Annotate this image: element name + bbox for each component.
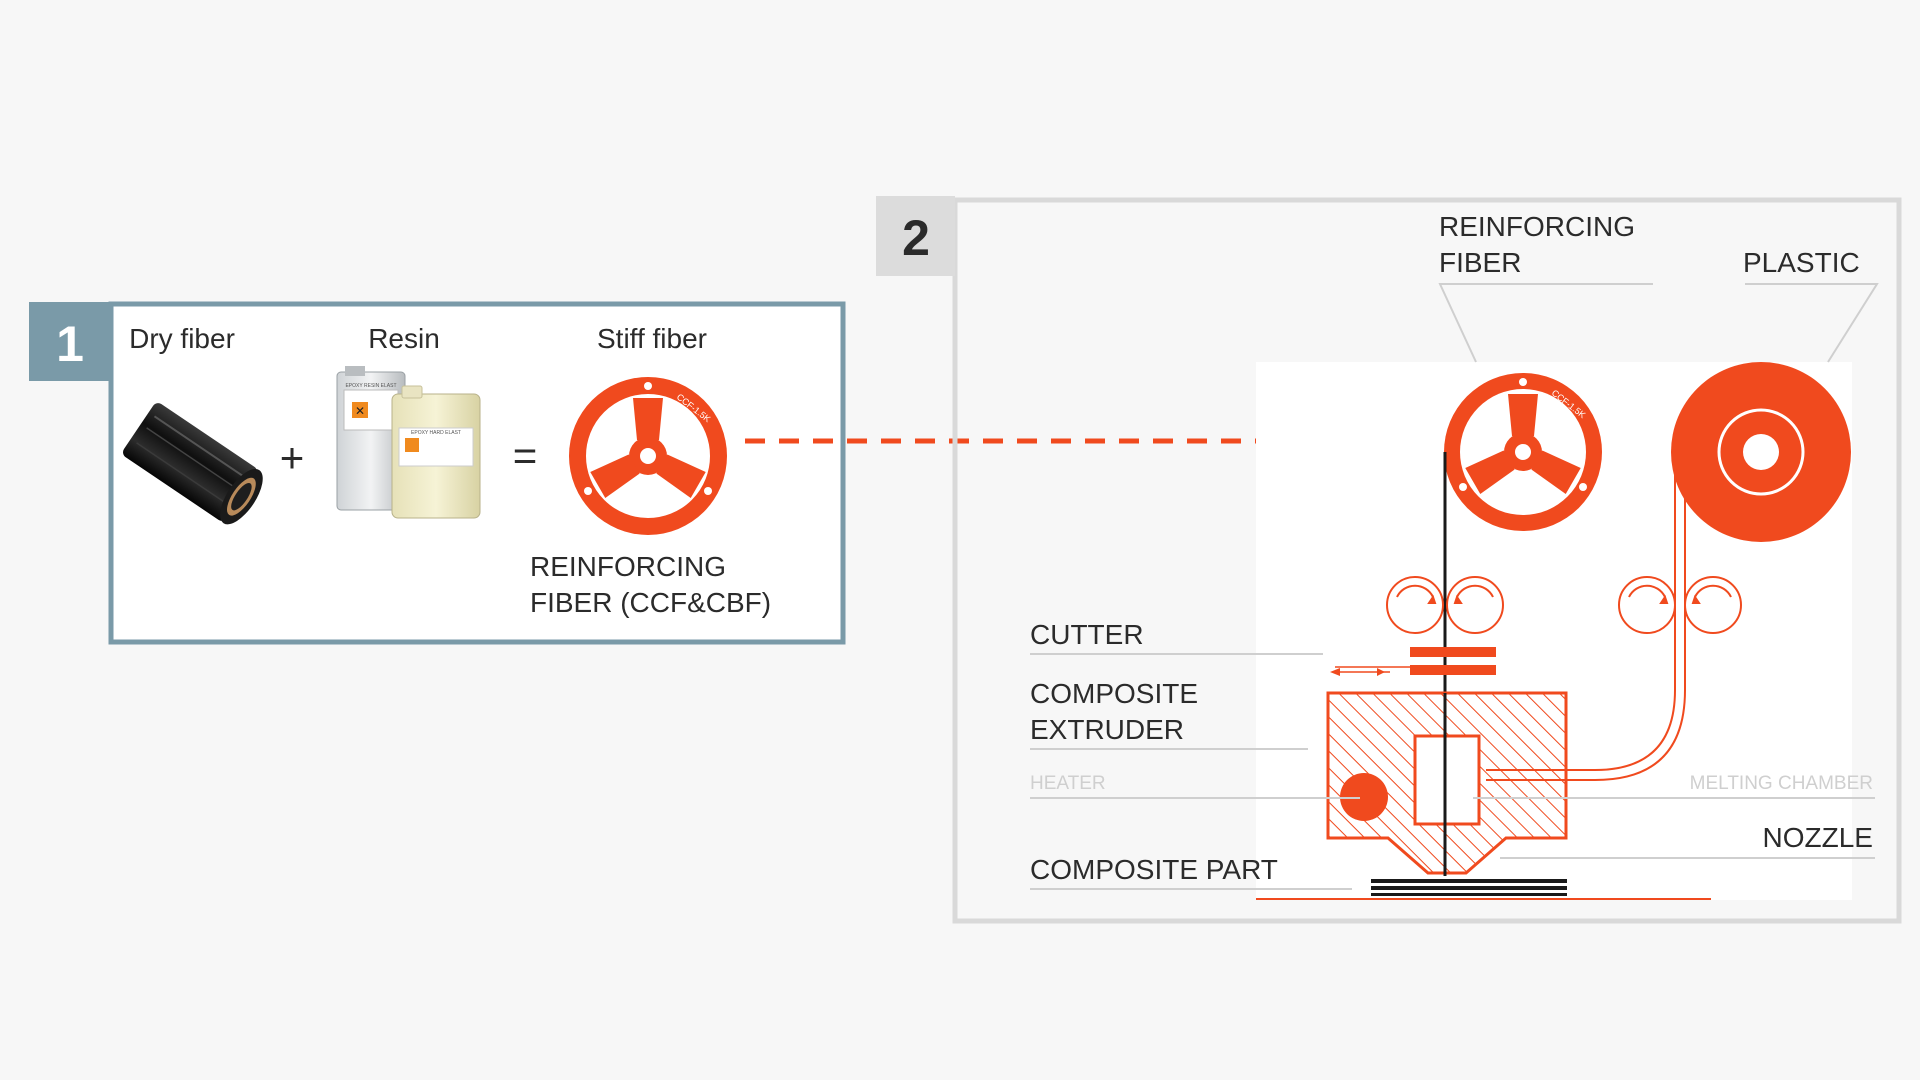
stiff-fiber-label: Stiff fiber bbox=[597, 323, 707, 354]
heater-element bbox=[1340, 773, 1388, 821]
plastic-filament bbox=[1486, 452, 1676, 771]
panel-1-reinforcing-line2: FIBER (CCF&CBF) bbox=[530, 587, 771, 618]
plus-sign: + bbox=[280, 434, 305, 481]
dry-fiber-label: Dry fiber bbox=[129, 323, 235, 354]
equals-sign: = bbox=[513, 432, 538, 479]
panel-1-number-badge bbox=[29, 302, 111, 381]
panel-2-number-badge bbox=[876, 196, 955, 276]
plastic-filament-inner bbox=[1486, 452, 1686, 781]
composite-part-layers bbox=[1371, 879, 1567, 896]
carbon-fiber-roll-icon bbox=[123, 403, 263, 525]
svg-text:✕: ✕ bbox=[355, 404, 365, 418]
panel-2: 2 REINFORCING FIBER PLASTIC CCF-1.5K bbox=[876, 196, 1902, 924]
melting-chamber-label: MELTING CHAMBER bbox=[1690, 773, 1873, 794]
composite-part-label: COMPOSITE PART bbox=[1030, 854, 1278, 885]
fiber-spool-icon: CCF-1.5K bbox=[1444, 373, 1602, 531]
panel-1-reinforcing-line1: REINFORCING bbox=[530, 551, 726, 582]
reinforcing-leader-line bbox=[1438, 283, 1653, 363]
plastic-label: PLASTIC bbox=[1743, 247, 1860, 278]
cutter-label: CUTTER bbox=[1030, 619, 1144, 650]
panel-2-reinforcing-line1: REINFORCING bbox=[1439, 211, 1635, 242]
panel-2-reinforcing-line2: FIBER bbox=[1439, 247, 1521, 278]
heater-label: HEATER bbox=[1030, 773, 1106, 794]
panel-2-frame bbox=[952, 197, 1902, 924]
resin-can-a-text: EPOXY RESIN ELAST bbox=[345, 383, 396, 389]
composite-extruder-line2: EXTRUDER bbox=[1030, 714, 1184, 745]
panel-1-number: 1 bbox=[56, 316, 84, 372]
cutter-blades bbox=[1330, 647, 1496, 676]
fiber-feed-rollers bbox=[1386, 576, 1504, 634]
resin-label: Resin bbox=[368, 323, 440, 354]
plastic-feed-rollers bbox=[1618, 576, 1742, 634]
plastic-spool-icon bbox=[1671, 362, 1851, 542]
fiber-spool-icon: CCF-1.5K bbox=[569, 377, 727, 535]
nozzle-label: NOZZLE bbox=[1763, 822, 1873, 853]
panel-1: 1 Dry fiber Resin Stiff fiber + ✕ EPOXY … bbox=[29, 301, 846, 645]
resin-canister-icon: ✕ EPOXY RESIN ELAST EPOXY HARD ELAST bbox=[336, 366, 481, 519]
panel-2-number: 2 bbox=[902, 210, 930, 266]
plastic-leader-line bbox=[1745, 283, 1879, 363]
composite-extruder-line1: COMPOSITE bbox=[1030, 678, 1198, 709]
melting-chamber bbox=[1413, 734, 1481, 826]
resin-can-b-text: EPOXY HARD ELAST bbox=[411, 430, 461, 436]
